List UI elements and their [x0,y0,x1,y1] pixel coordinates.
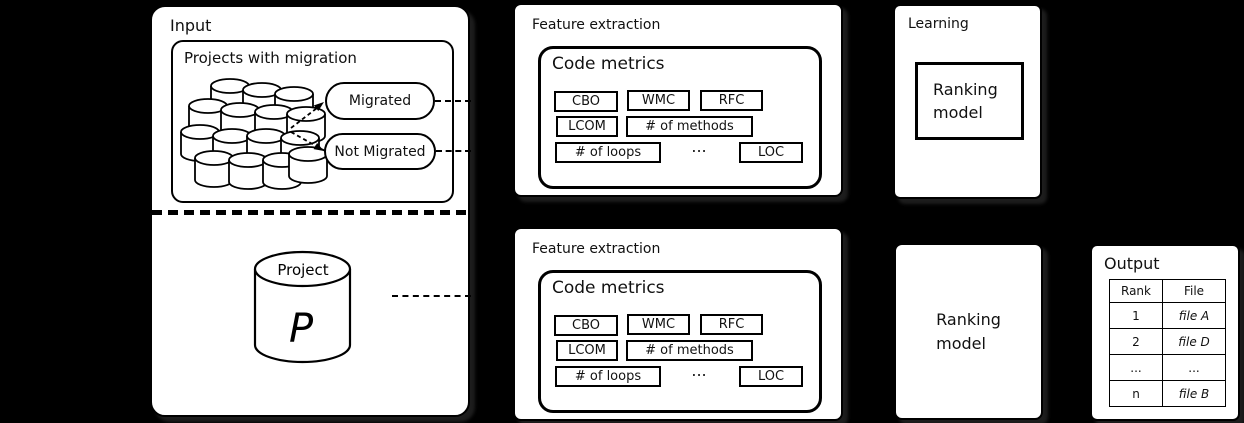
metric-cbo: CBO [554,91,618,112]
file-cell: file A [1162,302,1226,329]
input-dashed-divider [152,210,472,215]
metric-num-loops: # of loops [555,366,661,387]
metric-wmc: WMC [627,90,690,111]
metric-rfc: RFC [700,90,763,111]
file-cell: ... [1162,354,1226,381]
ranking-model-line1: Ranking [933,79,998,99]
metrics-ellipsis: ... [691,361,707,380]
metric-wmc: WMC [627,314,690,335]
input-title: Input [170,16,212,35]
not-migrated-label: Not Migrated [334,143,426,160]
output-table: Rank File 1 file A 2 file D ... ... n fi… [1109,279,1226,407]
table-row: 2 file D [1109,328,1226,355]
connector-not-migrated-out [436,150,471,152]
ranking-model-apply-text: Ranking model [936,308,1001,354]
not-migrated-node: Not Migrated [324,133,436,170]
feature-extraction-panel-top: Feature extraction Code metrics CBO WMC … [513,3,843,197]
metric-num-methods: # of methods [626,340,753,361]
project-cylinder-label: Project [277,261,328,279]
code-metrics-title: Code metrics [552,278,665,298]
project-cylinder: Project P [253,250,352,364]
metric-num-methods: # of methods [626,116,753,137]
connector-project-out [392,295,471,297]
ranking-model-line2: model [933,103,983,122]
project-cylinder-symbol: P [289,306,314,352]
projects-with-migration-box: Projects with migration [171,40,454,203]
metric-num-loops: # of loops [555,142,661,163]
table-row: n file B [1109,380,1226,407]
ranking-model-apply-panel: Ranking model [894,243,1043,420]
rank-cell: ... [1109,354,1163,381]
feature-extraction-panel-bottom: Feature extraction Code metrics CBO WMC … [513,227,843,421]
arrow-to-migrated [290,102,324,129]
table-row: ... ... [1109,354,1226,381]
rank-cell: 2 [1109,328,1163,355]
input-panel: Input Projects with migration [150,5,472,417]
file-cell: file D [1162,328,1226,355]
arrow-to-not-migrated [290,131,324,151]
output-col-rank: Rank [1109,279,1163,303]
code-metrics-box: Code metrics CBO WMC RFC LCOM # of metho… [538,46,822,189]
projects-cylinders-graphic [180,78,328,190]
ranking-apply-line1: Ranking [936,310,1001,330]
connector-migrated-out [435,100,471,102]
metric-cbo: CBO [554,315,618,336]
ranking-model-box: Ranking model [915,62,1024,140]
ranking-apply-line2: model [936,333,986,353]
metric-rfc: RFC [700,314,763,335]
learning-title: Learning [908,16,969,32]
metric-lcom: LCOM [556,340,618,361]
rank-cell: 1 [1109,302,1163,329]
table-row: 1 file A [1109,302,1226,329]
output-col-file: File [1162,279,1226,303]
metric-loc: LOC [739,366,803,387]
learning-panel: Learning Ranking model [893,4,1042,199]
projects-box-title: Projects with migration [184,49,357,67]
feature-extraction-title: Feature extraction [532,17,661,33]
metric-lcom: LCOM [556,116,618,137]
metric-loc: LOC [739,142,803,163]
migrated-node: Migrated [325,82,435,120]
rank-cell: n [1109,380,1163,407]
metrics-ellipsis: ... [691,137,707,156]
code-metrics-title: Code metrics [552,54,665,74]
feature-extraction-title: Feature extraction [532,241,661,257]
code-metrics-box: Code metrics CBO WMC RFC LCOM # of metho… [538,270,822,413]
migrated-label: Migrated [348,93,412,109]
output-panel: Output Rank File 1 file A 2 file D ... .… [1090,244,1240,421]
output-table-header-row: Rank File [1109,279,1226,303]
file-cell: file B [1162,380,1226,407]
output-title: Output [1104,254,1160,273]
